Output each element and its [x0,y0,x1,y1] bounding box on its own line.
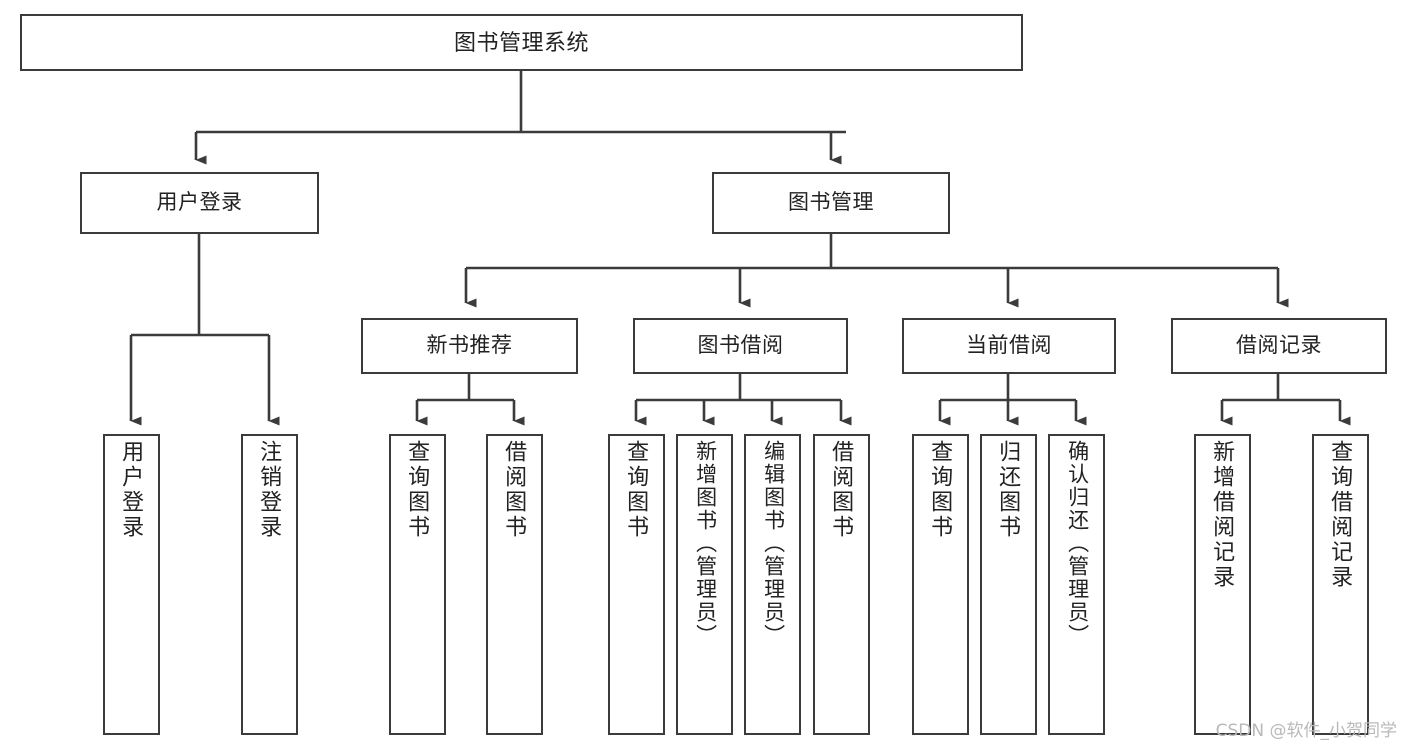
node-leaf-add-record[interactable]: 新增借阅记录 [1194,434,1251,735]
node-leaf-add-book[interactable]: 新增图书（管理员） [676,434,733,735]
node-label: 注销登录 [257,440,283,540]
node-label: 查询图书 [624,440,650,540]
node-leaf-query-book-3[interactable]: 查询图书 [912,434,969,735]
node-label: 图书管理系统 [453,29,589,55]
node-label: 确认归还（管理员） [1065,440,1089,647]
node-label: 借阅图书 [829,440,855,540]
node-label: 图书借阅 [697,333,784,357]
node-leaf-query-book-2[interactable]: 查询图书 [608,434,665,735]
node-leaf-query-book-1[interactable]: 查询图书 [389,434,446,735]
node-leaf-query-record[interactable]: 查询借阅记录 [1312,434,1369,735]
node-borrow-record[interactable]: 借阅记录 [1171,318,1387,374]
node-leaf-user-logout[interactable]: 注销登录 [241,434,298,735]
node-label: 查询图书 [928,440,954,540]
node-label: 用户登录 [156,190,243,214]
node-leaf-borrow-book-1[interactable]: 借阅图书 [486,434,543,735]
node-current-borrow[interactable]: 当前借阅 [902,318,1116,374]
node-label: 查询图书 [405,440,431,540]
node-book-manage[interactable]: 图书管理 [712,172,950,234]
csdn-watermark: CSDN @软件_小贺同学 [1215,721,1397,741]
node-leaf-borrow-book-2[interactable]: 借阅图书 [813,434,870,735]
node-label: 当前借阅 [966,333,1052,357]
node-label: 新增图书（管理员） [693,440,717,647]
node-label: 用户登录 [119,440,145,540]
node-label: 编辑图书（管理员） [761,440,785,647]
node-label: 新书推荐 [426,333,513,357]
node-leaf-edit-book[interactable]: 编辑图书（管理员） [744,434,801,735]
node-label: 归还图书 [996,440,1022,540]
node-leaf-confirm-return[interactable]: 确认归还（管理员） [1048,434,1105,735]
node-label: 图书管理 [788,190,874,214]
node-label: 借阅图书 [502,440,528,540]
node-root-system[interactable]: 图书管理系统 [20,14,1023,71]
node-leaf-return-book[interactable]: 归还图书 [980,434,1037,735]
node-label: 借阅记录 [1236,333,1322,357]
node-user-login[interactable]: 用户登录 [80,172,319,234]
node-label: 查询借阅记录 [1328,440,1354,590]
node-book-borrow[interactable]: 图书借阅 [633,318,848,374]
node-new-book-recommend[interactable]: 新书推荐 [361,318,578,374]
node-label: 新增借阅记录 [1210,440,1236,590]
node-leaf-user-login[interactable]: 用户登录 [103,434,160,735]
